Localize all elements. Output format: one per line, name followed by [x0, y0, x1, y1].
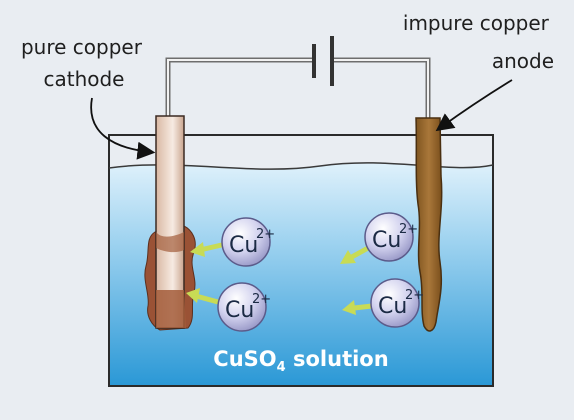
ion-symbol: Cu — [229, 233, 258, 258]
ion-sphere — [221, 217, 271, 267]
ion-3: Cu 2+ — [340, 212, 418, 264]
cathode — [144, 115, 196, 331]
svg-text:2+: 2+ — [405, 288, 424, 303]
cathode-mid-deposit — [156, 232, 184, 253]
ion-symbol: Cu — [225, 298, 254, 323]
wire-right — [334, 57, 431, 118]
cathode-lower-deposit — [156, 290, 186, 328]
ion-sphere — [370, 278, 420, 328]
cathode-label-line1: pure copper — [21, 35, 143, 59]
ion-sphere — [364, 212, 414, 262]
anode-pointer-arrow — [435, 79, 513, 132]
wire-right-inner — [334, 59, 429, 118]
wire-left — [165, 57, 312, 118]
ion-arrowhead — [190, 242, 205, 257]
ion-arrowhead — [186, 288, 200, 303]
solution-formula: CuSO — [213, 347, 276, 371]
solution-label: CuSO4 solution — [213, 347, 388, 375]
svg-text:Cu: Cu — [229, 233, 258, 258]
ion-2: Cu 2+ — [186, 282, 271, 332]
anode-label-line2: anode — [492, 49, 554, 73]
ion-arrow — [195, 293, 219, 305]
svg-text:Cu: Cu — [378, 294, 407, 319]
cathode-pointer-arrow — [90, 97, 156, 160]
anode-bar — [415, 117, 443, 332]
ion-arrowhead — [342, 300, 356, 315]
svg-text:Cu: Cu — [225, 298, 254, 323]
ion-charge: 2+ — [252, 292, 271, 307]
anode — [415, 117, 443, 332]
svg-text:2+: 2+ — [256, 227, 275, 242]
ion-sphere — [217, 282, 267, 332]
ion-1: Cu 2+ — [190, 217, 275, 267]
anode-label-line1: impure copper — [403, 11, 550, 35]
circuit — [165, 36, 431, 118]
ion-arrowhead — [340, 250, 356, 264]
svg-text:2+: 2+ — [399, 222, 418, 237]
wire-left-inner — [167, 59, 312, 118]
ion-arrow — [348, 245, 370, 261]
ion-charge: 2+ — [399, 222, 418, 237]
cathode-label-line2: cathode — [43, 67, 124, 91]
ion-symbol: Cu — [378, 294, 407, 319]
ion-symbol: Cu — [372, 228, 401, 253]
ion-4: Cu 2+ — [342, 278, 424, 328]
beaker-outline — [108, 134, 494, 387]
ion-charge: 2+ — [256, 227, 275, 242]
solution-formula-subscript: 4 — [277, 360, 286, 375]
solution-word: solution — [286, 347, 389, 371]
anode-label: impure copper anode — [403, 11, 554, 73]
cathode-label: pure copper cathode — [21, 35, 147, 91]
ion-arrow — [353, 303, 373, 311]
ion-charge: 2+ — [405, 288, 424, 303]
svg-text:Cu: Cu — [372, 228, 401, 253]
svg-text:2+: 2+ — [252, 292, 271, 307]
